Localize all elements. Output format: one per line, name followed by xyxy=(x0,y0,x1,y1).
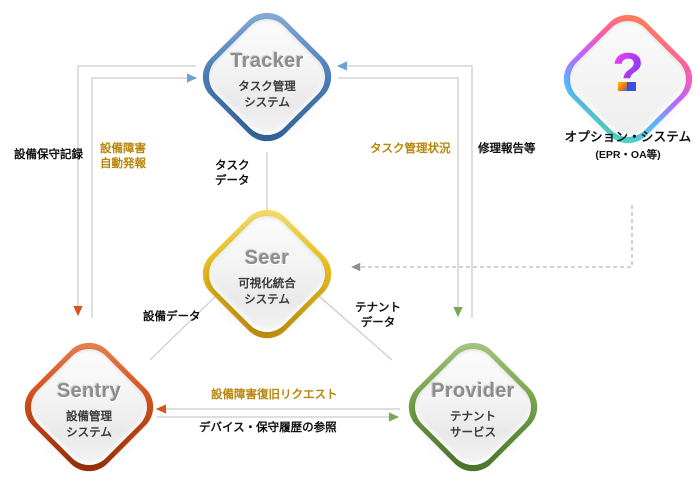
provider-face xyxy=(405,339,541,475)
edge-label-device-history-ref: デバイス・保守履歴の参照 xyxy=(199,422,337,434)
edge-label-tenant-data-line2: データ xyxy=(360,316,396,329)
edge-label-equip-fault-line1: 設備障害 xyxy=(100,143,146,155)
seer-face xyxy=(199,206,335,342)
edge-label-task-mgmt-status: タスク管理状況 xyxy=(370,143,451,155)
edge-seer-provider xyxy=(311,289,393,361)
edge-tracker-to-sentry xyxy=(73,65,196,317)
node-seer[interactable]: Seer 可視化統合 システム xyxy=(192,199,342,355)
edge-label-equip-fault-line2: 自動発報 xyxy=(100,157,146,170)
edge-label-task-data: タスク データ xyxy=(215,159,250,188)
sentry-face xyxy=(21,339,157,475)
edge-seer-sentry xyxy=(149,289,223,361)
edge-label-equip-maint-record: 設備保守記録 xyxy=(14,149,83,161)
option-caption-line2: (EPR・OA等) xyxy=(595,149,661,161)
edge-label-tenant-data-line1: テナント xyxy=(355,302,401,314)
edge-sentry-to-tracker xyxy=(91,73,198,318)
edge-tracker-to-provider xyxy=(338,77,463,318)
edge-provider-to-tracker xyxy=(336,61,473,318)
edge-label-equip-fault-auto-report: 設備障害 自動発報 xyxy=(100,142,146,171)
node-option-system[interactable]: ? xyxy=(553,4,700,160)
edge-label-tenant-data: テナント データ xyxy=(355,301,401,330)
node-sentry[interactable]: Sentry 設備管理 システム xyxy=(14,332,164,479)
edge-option-to-seer xyxy=(351,205,633,272)
edge-label-fault-recovery-request: 設備障害復旧リクエスト xyxy=(211,389,338,401)
node-tracker[interactable]: Tracker タスク管理 システム xyxy=(192,2,342,158)
question-mark-icon: ? xyxy=(553,43,700,111)
tracker-face xyxy=(199,9,335,145)
svg-text:?: ? xyxy=(612,44,644,101)
option-caption-line1: オプション・システム xyxy=(564,130,692,144)
edge-label-task-data-line1: タスク xyxy=(215,160,250,172)
option-system-caption: オプション・システム (EPR・OA等) xyxy=(553,126,700,162)
node-provider[interactable]: Provider テナント サービス xyxy=(398,332,548,479)
edge-label-task-data-line2: データ xyxy=(215,174,250,187)
edge-label-repair-report: 修理報告等 xyxy=(478,143,536,155)
edge-label-equip-data: 設備データ xyxy=(143,311,201,323)
